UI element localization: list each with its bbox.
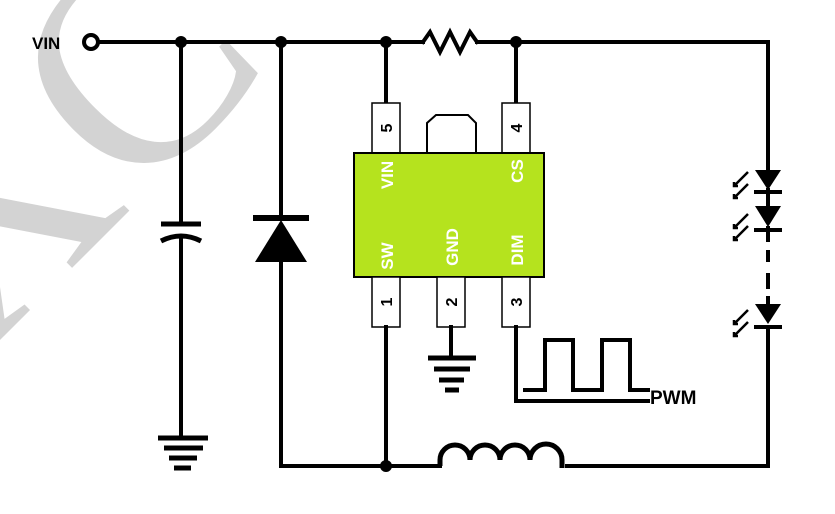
led-string — [565, 170, 782, 468]
led-2 — [732, 206, 782, 242]
led-return-wire — [565, 325, 770, 468]
schottky-diode — [253, 40, 388, 468]
input-capacitor — [159, 40, 203, 438]
vin-terminal — [82, 33, 100, 51]
pin-4 — [501, 102, 531, 154]
led-feed-wire — [475, 40, 770, 172]
ground-symbol — [158, 435, 208, 471]
led-n — [732, 296, 782, 338]
pwm-source — [514, 325, 650, 403]
inductor — [384, 441, 565, 468]
led-1 — [732, 170, 782, 208]
chip-pin-label-dim: DIM — [508, 234, 527, 265]
pin-3 — [501, 276, 531, 328]
pin-3-number: 3 — [509, 297, 526, 306]
pin-5 — [371, 102, 401, 154]
pin-1-number: 1 — [379, 297, 396, 306]
vin-label: VIN — [32, 34, 60, 53]
chip-pin-label-sw: SW — [378, 241, 397, 269]
pin-2 — [436, 276, 466, 328]
sense-resistor — [420, 27, 480, 57]
chip-pin-label-cs: CS — [508, 159, 527, 183]
led-driver-ic: 5 4 VIN CS SW GND DIM 1 2 3 — [353, 40, 545, 328]
pwm-label: PWM — [650, 388, 696, 409]
chip-pin-label-vin: VIN — [378, 161, 397, 189]
chip-tab — [426, 114, 477, 155]
pin-5-number: 5 — [379, 123, 396, 132]
pin-1 — [371, 276, 401, 328]
watermark-text: XC — [0, 0, 321, 406]
pin-4-number: 4 — [509, 123, 526, 132]
chip-pin-label-gnd: GND — [443, 228, 462, 266]
pin-2-number: 2 — [444, 297, 461, 306]
watermark: XC — [0, 0, 321, 406]
chip-body — [353, 152, 545, 278]
chip-ground-symbol — [428, 325, 476, 393]
